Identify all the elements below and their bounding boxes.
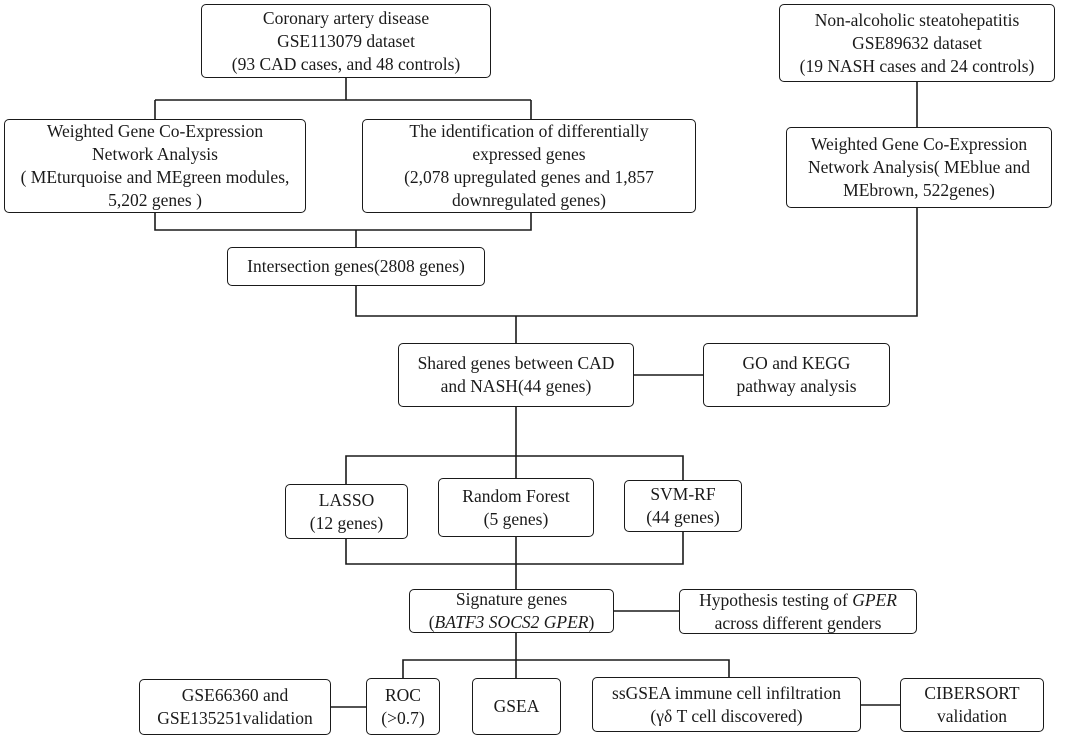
validation-line-2: GSE135251validation bbox=[157, 708, 313, 728]
signature-open-paren: ( bbox=[428, 612, 435, 632]
signature-gene-list: BATF3 SOCS2 GPER bbox=[434, 612, 589, 632]
lasso-line-1: LASSO bbox=[318, 489, 375, 510]
connector-ml-join bbox=[345, 532, 684, 589]
nash-line-2: GSE89632 dataset bbox=[852, 32, 982, 53]
connector-cad-split bbox=[154, 78, 532, 119]
gsea-box: GSEA bbox=[472, 678, 561, 735]
wgcna-nash-box: Weighted Gene Co-Expression Network Anal… bbox=[786, 127, 1052, 208]
gsea-line-1: GSEA bbox=[493, 696, 540, 716]
ssgsea-line-2: (γδ T cell discovered) bbox=[650, 705, 803, 726]
connector-to-shared bbox=[355, 208, 918, 343]
cad-dataset-box: Coronary artery disease GSE113079 datase… bbox=[201, 4, 491, 78]
shared-line-2: and NASH(44 genes) bbox=[440, 376, 592, 396]
signature-line-1: Signature genes bbox=[455, 589, 568, 609]
roc-line-2: (>0.7) bbox=[381, 707, 425, 728]
wgcna-cad-line-1: Weighted Gene Co-Expression bbox=[46, 121, 264, 141]
rf-line-2: (5 genes) bbox=[483, 508, 549, 529]
svm-line-1: SVM-RF bbox=[650, 484, 716, 504]
cibersort-line-1: CIBERSORT bbox=[924, 683, 1020, 703]
deg-line-2: expressed genes bbox=[472, 144, 586, 164]
lasso-box: LASSO (12 genes) bbox=[285, 484, 408, 539]
wgcna-cad-line-4: 5,202 genes ) bbox=[108, 190, 202, 210]
wgcna-cad-box: Weighted Gene Co-Expression Network Anal… bbox=[4, 119, 306, 213]
connector-ml-split bbox=[345, 407, 684, 484]
hypothesis-prefix: Hypothesis testing of bbox=[699, 589, 853, 610]
random-forest-box: Random Forest (5 genes) bbox=[438, 478, 594, 537]
connector-to-intersection bbox=[154, 213, 532, 247]
signature-genes-box: Signature genes (BATF3 SOCS2 GPER) bbox=[409, 589, 614, 633]
wgcna-nash-line-2: Network Analysis( MEblue and bbox=[807, 157, 1031, 177]
svm-rf-box: SVM-RF (44 genes) bbox=[624, 480, 742, 532]
validation-box: GSE66360 and GSE135251validation bbox=[139, 679, 331, 735]
wgcna-nash-line-1: Weighted Gene Co-Expression bbox=[810, 134, 1028, 154]
cibersort-line-2: validation bbox=[937, 706, 1007, 726]
nash-dataset-box: Non-alcoholic steatohepatitis GSE89632 d… bbox=[779, 4, 1055, 82]
intersection-box: Intersection genes(2808 genes) bbox=[227, 247, 485, 286]
shared-line-1: Shared genes between CAD bbox=[417, 353, 615, 373]
ssgsea-box: ssGSEA immune cell infiltration (γδ T ce… bbox=[592, 677, 861, 732]
connector-analysis-split bbox=[402, 633, 730, 678]
hypothesis-line-2: across different genders bbox=[714, 612, 882, 633]
ssgsea-line-1: ssGSEA immune cell infiltration bbox=[612, 682, 841, 703]
go-kegg-box: GO and KEGG pathway analysis bbox=[703, 343, 890, 407]
lasso-line-2: (12 genes) bbox=[309, 512, 384, 533]
deg-box: The identification of differentially exp… bbox=[362, 119, 696, 213]
hypothesis-line-1: Hypothesis testing of GPER bbox=[699, 589, 897, 612]
intersection-line-1: Intersection genes(2808 genes) bbox=[247, 256, 465, 276]
nash-line-1: Non-alcoholic steatohepatitis bbox=[814, 9, 1020, 30]
nash-line-3: (19 NASH cases and 24 controls) bbox=[799, 55, 1035, 76]
validation-line-1: GSE66360 and bbox=[181, 685, 289, 705]
roc-line-1: ROC bbox=[385, 684, 421, 705]
wgcna-cad-line-3: ( MEturquoise and MEgreen modules, bbox=[20, 167, 290, 187]
cibersort-box: CIBERSORT validation bbox=[900, 678, 1044, 732]
wgcna-cad-line-2: Network Analysis bbox=[92, 144, 218, 164]
go-kegg-line-1: GO and KEGG bbox=[742, 353, 851, 373]
deg-line-3: (2,078 upregulated genes and 1,857 bbox=[404, 167, 654, 187]
deg-line-4: downregulated genes) bbox=[451, 190, 607, 210]
cad-line-1: Coronary artery disease bbox=[262, 7, 430, 28]
shared-genes-box: Shared genes between CAD and NASH(44 gen… bbox=[398, 343, 634, 407]
cad-line-2: GSE113079 dataset bbox=[277, 30, 415, 51]
go-kegg-line-2: pathway analysis bbox=[736, 376, 857, 396]
cad-line-3: (93 CAD cases, and 48 controls) bbox=[231, 53, 461, 74]
signature-close-paren: ) bbox=[588, 612, 595, 632]
signature-line-2: (BATF3 SOCS2 GPER) bbox=[429, 611, 595, 634]
svm-line-2: (44 genes) bbox=[646, 507, 720, 527]
wgcna-nash-line-3: MEbrown, 522genes) bbox=[843, 180, 995, 200]
rf-line-1: Random Forest bbox=[462, 485, 570, 506]
roc-box: ROC (>0.7) bbox=[366, 678, 440, 735]
deg-line-1: The identification of differentially bbox=[409, 121, 649, 141]
hypothesis-gene: GPER bbox=[852, 589, 897, 610]
hypothesis-testing-box: Hypothesis testing of GPER across differ… bbox=[679, 589, 917, 634]
